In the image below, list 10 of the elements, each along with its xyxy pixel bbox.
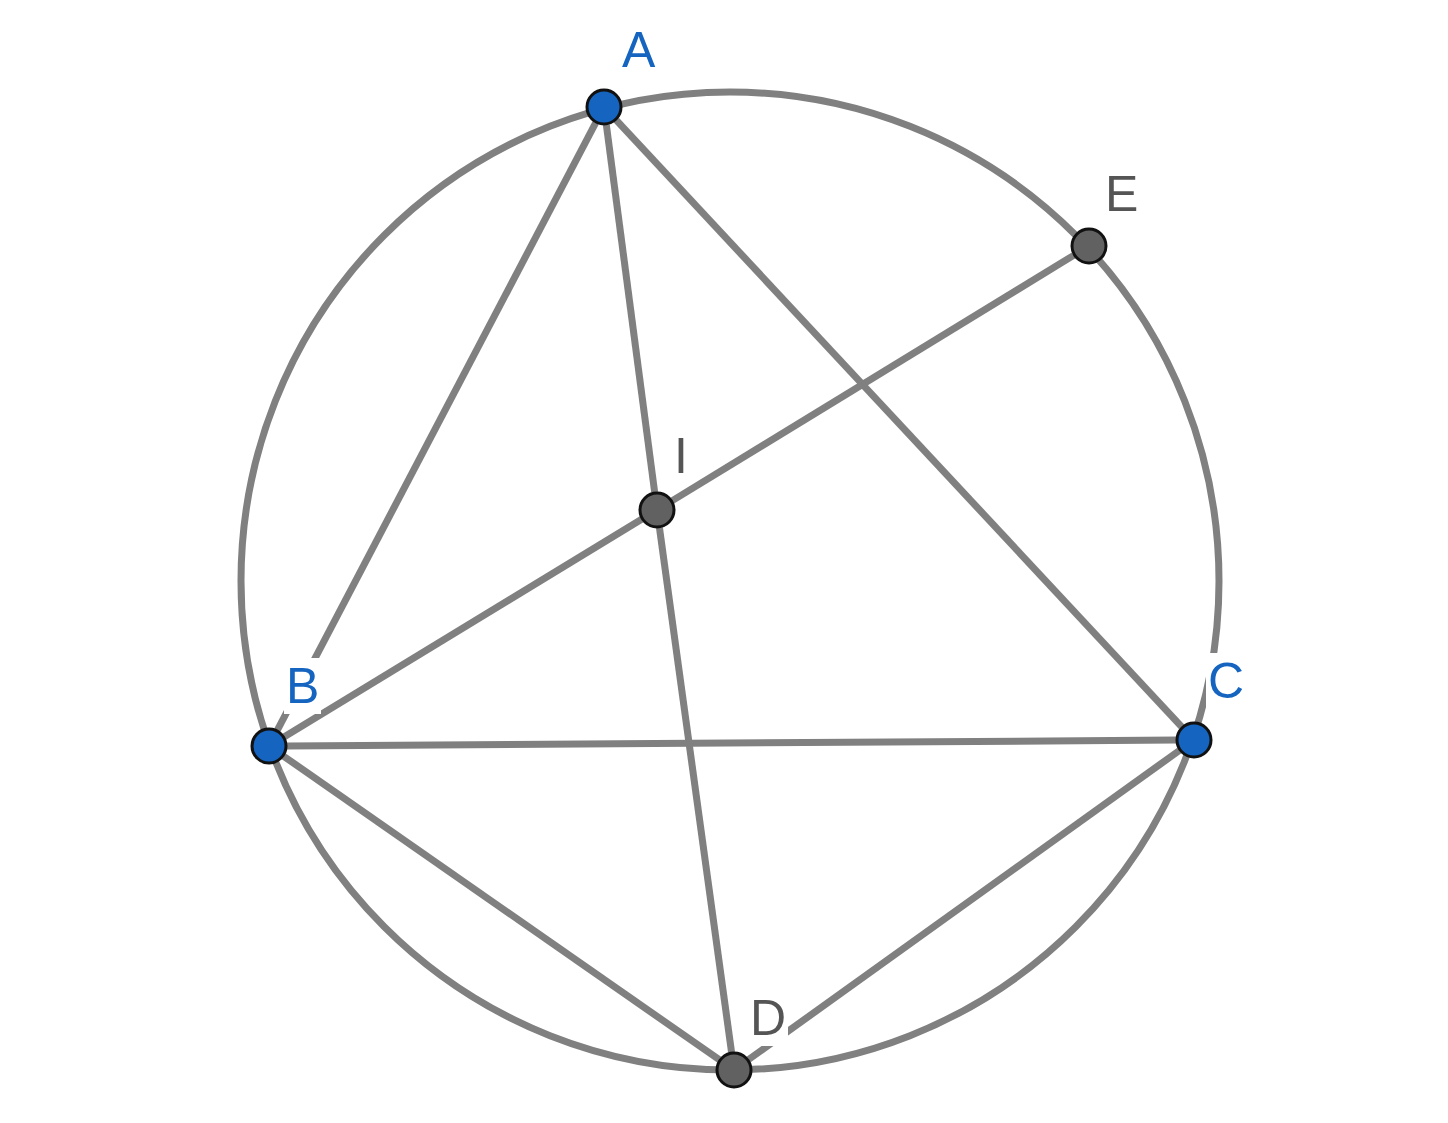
line-segment (613, 117, 1185, 730)
line-segment (656, 527, 735, 1053)
line-segment (746, 747, 1182, 1063)
point-label: B (284, 658, 322, 714)
line-segment (670, 252, 1076, 504)
line-segment (274, 121, 599, 732)
line-segment (281, 753, 722, 1063)
line-segment (286, 736, 1177, 750)
line-segment (282, 516, 644, 740)
line-segment (602, 124, 659, 493)
